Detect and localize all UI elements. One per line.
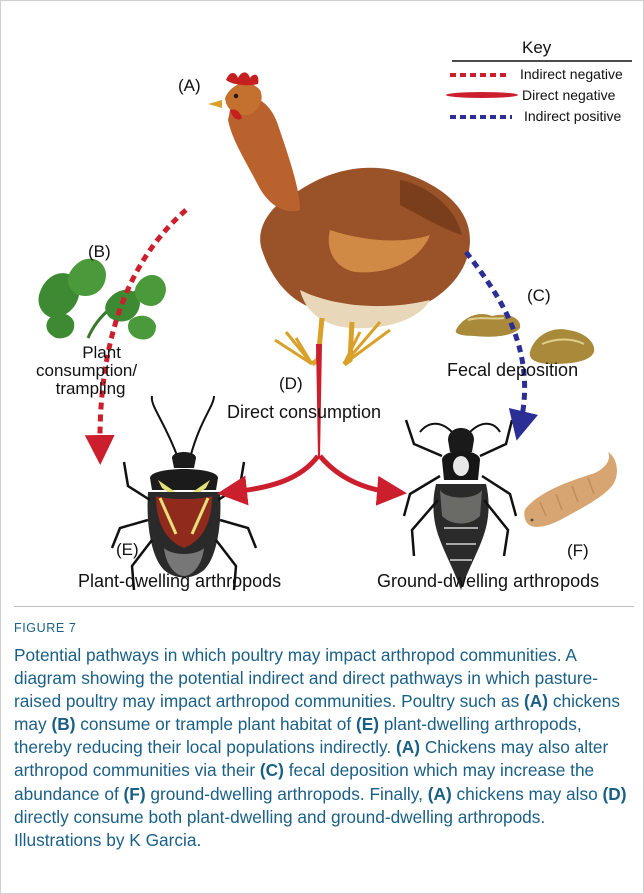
- label-c: (C): [527, 286, 551, 306]
- caption-ref-e: (E): [356, 714, 379, 734]
- arrow-direct-consumption-stem: [316, 344, 322, 458]
- key-direct-negative-line: [446, 92, 518, 98]
- caption-heading: FIGURE 7: [14, 621, 76, 635]
- plant-leaves-icon: [39, 259, 167, 340]
- label-d-text: Direct consumption: [227, 402, 381, 423]
- caption-ref-a: (A): [396, 737, 420, 757]
- key-title: Key: [522, 38, 551, 58]
- label-b-text: Plant consumption/ trampling: [66, 344, 137, 398]
- caption-ref-f: (F): [124, 784, 146, 804]
- caption-ref-d: (D): [603, 784, 627, 804]
- key-label-direct-negative: Direct negative: [522, 87, 615, 103]
- caption-text-segment: Potential pathways in which poultry may …: [14, 645, 598, 711]
- caption-ref-a: (A): [428, 784, 452, 804]
- key-label-indirect-negative: Indirect negative: [520, 66, 623, 82]
- label-b-line-3: trampling: [44, 380, 137, 398]
- feces-icon: [456, 314, 595, 364]
- label-e-text: Plant-dwelling arthropods: [78, 571, 281, 592]
- arrow-indirect-positive: [466, 252, 525, 426]
- caption-text-segment: consume or trample plant habitat of: [75, 714, 356, 734]
- caption-text: Potential pathways in which poultry may …: [14, 644, 636, 852]
- key-label-indirect-positive: Indirect positive: [524, 108, 621, 124]
- ground-dwelling-beetle-illustration: [404, 420, 516, 590]
- caption-divider: [14, 606, 634, 607]
- label-f-text: Ground-dwelling arthropods: [377, 571, 599, 592]
- larva-illustration: [524, 452, 617, 527]
- label-e: (E): [116, 540, 139, 560]
- caption-text-segment: directly consume both plant-dwelling and…: [14, 807, 545, 850]
- chicken-illustration: [208, 72, 470, 364]
- caption-ref-c: (C): [260, 760, 284, 780]
- label-f: (F): [567, 541, 589, 561]
- label-d: (D): [279, 374, 303, 394]
- arrow-direct-consumption-left: [232, 456, 318, 492]
- label-b: (B): [88, 242, 111, 262]
- caption-ref-a: (A): [524, 691, 548, 711]
- caption-ref-b: (B): [51, 714, 75, 734]
- label-b-line-1: Plant: [66, 344, 137, 362]
- caption-text-segment: ground-dwelling arthropods. Finally,: [146, 784, 428, 804]
- caption-text-segment: chickens may also: [452, 784, 603, 804]
- arrow-direct-consumption-right: [320, 456, 392, 492]
- label-b-line-2: consumption/: [36, 362, 137, 380]
- label-a: (A): [178, 76, 201, 96]
- label-c-text: Fecal deposition: [447, 360, 578, 381]
